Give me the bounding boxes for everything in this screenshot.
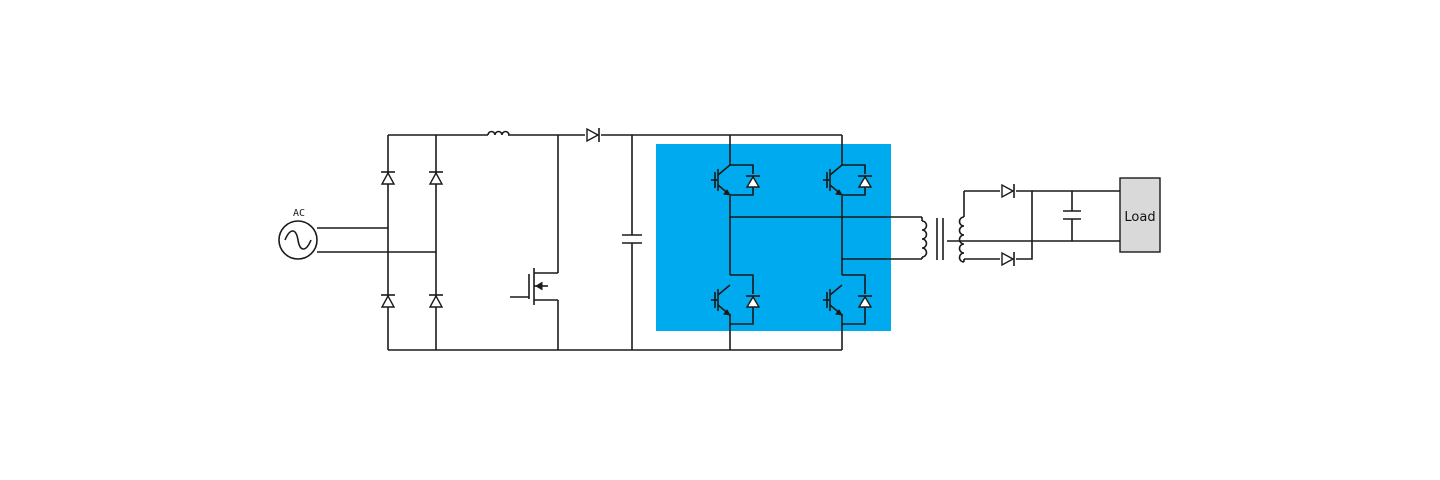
load-block: Load: [1119, 177, 1161, 253]
output-rectifier: [947, 183, 1120, 267]
dc-link-capacitor: [622, 135, 642, 350]
output-filter-capacitor: [1063, 191, 1081, 241]
inverter-highlight-region: [656, 144, 891, 331]
load-label: Load: [1124, 210, 1155, 225]
rectifier-diode-4: [428, 294, 444, 308]
rectifier-diode-1: [380, 171, 396, 185]
igbt-q4-with-diode: [823, 274, 873, 325]
boost-mosfet: [510, 268, 559, 350]
igbt-q1-with-diode: [711, 164, 761, 196]
isolation-transformer: [921, 191, 965, 263]
full-bridge-inverter: [711, 135, 922, 350]
boost-diode: [585, 127, 601, 143]
igbt-q2-with-diode: [823, 164, 873, 196]
output-diode-bottom: [1000, 251, 1016, 267]
rectifier-diode-3: [380, 294, 396, 308]
bridge-rectifier: [380, 134, 842, 351]
rectifier-diode-2: [428, 171, 444, 185]
ac-source: AC: [278, 208, 318, 260]
igbt-q3-with-diode: [711, 274, 761, 325]
boost-inductor: [487, 129, 510, 137]
ac-source-label: AC: [293, 208, 305, 219]
output-diode-top: [1000, 183, 1016, 199]
